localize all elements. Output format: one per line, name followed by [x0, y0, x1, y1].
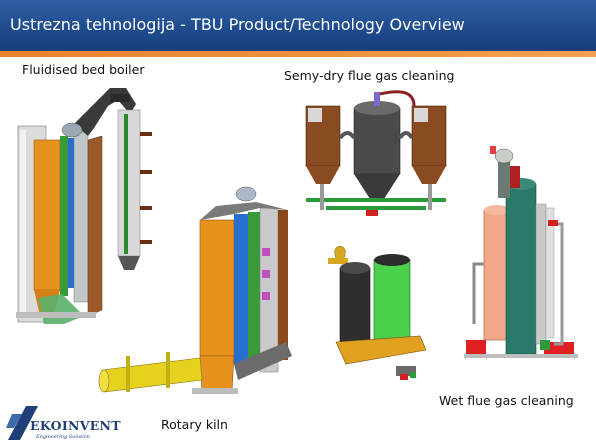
caption-wet-flue-gas-cleaning: Wet flue gas cleaning	[439, 393, 574, 408]
ekoinvent-logo: EKOINVENT Engineering Solution	[4, 404, 121, 444]
wet-scrubber-illustration	[464, 146, 578, 358]
header-bar: Ustrezna tehnologija - TBU Product/Techn…	[0, 0, 596, 51]
fluidised-bed-boiler-illustration	[16, 88, 152, 324]
caption-semi-dry-flue-gas-cleaning: Semy-dry flue gas cleaning	[284, 68, 455, 83]
logo-tagline: Engineering Solution	[36, 434, 90, 440]
ekoinvent-logo-icon	[6, 406, 38, 440]
header-accent-stripe	[0, 51, 596, 57]
semi-dry-scrubber-illustration	[305, 90, 447, 216]
slide-title: Ustrezna tehnologija - TBU Product/Techn…	[10, 15, 465, 34]
dry-scrubber-illustration	[328, 246, 427, 380]
caption-fluidised-bed-boiler: Fluidised bed boiler	[22, 62, 145, 77]
logo-wordmark: EKOINVENT	[30, 418, 121, 433]
caption-rotary-kiln: Rotary kiln	[161, 417, 228, 432]
rotary-kiln-illustration	[98, 186, 292, 394]
